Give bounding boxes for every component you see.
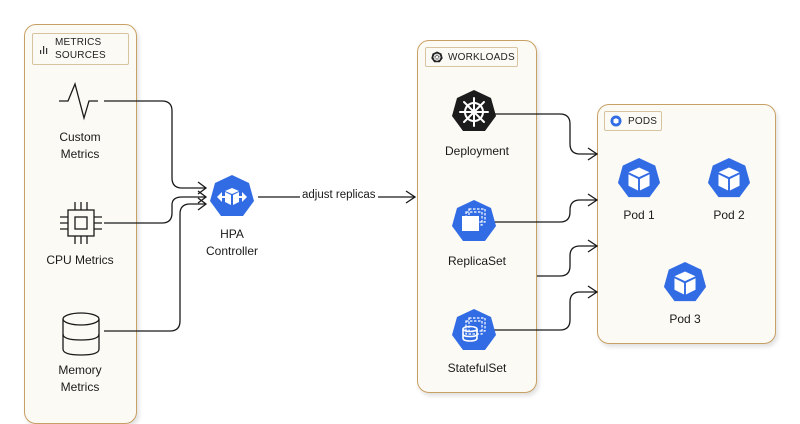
wire-replicaset-to-pods	[490, 199, 597, 223]
pod-icon	[610, 115, 622, 127]
pod-cube-icon	[663, 261, 707, 302]
pod-cube-icon	[707, 157, 751, 198]
metrics-sources-header: METRICS SOURCES	[32, 33, 129, 65]
custom-metrics-label: Custom Metrics	[59, 130, 101, 161]
pod-cube-icon	[617, 157, 661, 198]
wire-statefulset-to-pods	[490, 291, 597, 331]
arrowhead	[197, 197, 208, 211]
hpa-icon	[210, 175, 254, 216]
arrowhead	[587, 147, 599, 161]
arrowhead	[405, 190, 417, 204]
cpu-metrics-label: CPU Metrics	[46, 253, 114, 267]
statefulset-icon	[452, 309, 496, 350]
arrowhead	[197, 181, 208, 195]
wire-memory-to-hpa	[104, 203, 205, 332]
kubernetes-helm-icon	[431, 51, 443, 63]
wire-custom-to-hpa	[104, 100, 205, 189]
pod-3-label: Pod 3	[669, 312, 701, 326]
database-icon	[62, 312, 100, 356]
replicaset-label: ReplicaSet	[447, 254, 507, 268]
arrowhead	[587, 285, 599, 299]
deployment-label: Deployment	[444, 144, 510, 158]
metrics-sources-title-line2: SOURCES	[55, 50, 106, 61]
wire-cpu-to-hpa	[104, 196, 205, 224]
pulse-waveform-icon	[59, 82, 98, 121]
pods-panel	[597, 104, 776, 344]
arrowhead	[197, 190, 208, 204]
deployment-helm-icon	[452, 90, 496, 131]
replicaset-icon	[452, 200, 496, 241]
arrowhead	[587, 239, 599, 253]
wire-workloads-to-pods	[537, 245, 597, 277]
bar-chart-icon	[40, 46, 48, 54]
hpa-controller-label: HPA Controller	[205, 227, 259, 258]
pods-title: PODS	[628, 115, 658, 127]
pod-2-label: Pod 2	[713, 208, 745, 222]
cpu-chip-icon	[60, 202, 102, 244]
wire-deployment-to-pods	[490, 113, 597, 155]
edge-label-adjust-replicas: adjust replicas	[300, 189, 378, 201]
pod-1-label: Pod 1	[623, 208, 655, 222]
statefulset-label: StatefulSet	[447, 361, 507, 375]
arrowhead	[587, 193, 599, 207]
workloads-title: WORKLOADS	[448, 51, 515, 63]
metrics-sources-panel	[24, 24, 137, 424]
metrics-sources-title-line1: METRICS	[55, 37, 102, 48]
pods-header: PODS	[604, 111, 662, 131]
workloads-header: WORKLOADS	[425, 47, 518, 67]
memory-metrics-label: Memory Metrics	[58, 363, 102, 394]
